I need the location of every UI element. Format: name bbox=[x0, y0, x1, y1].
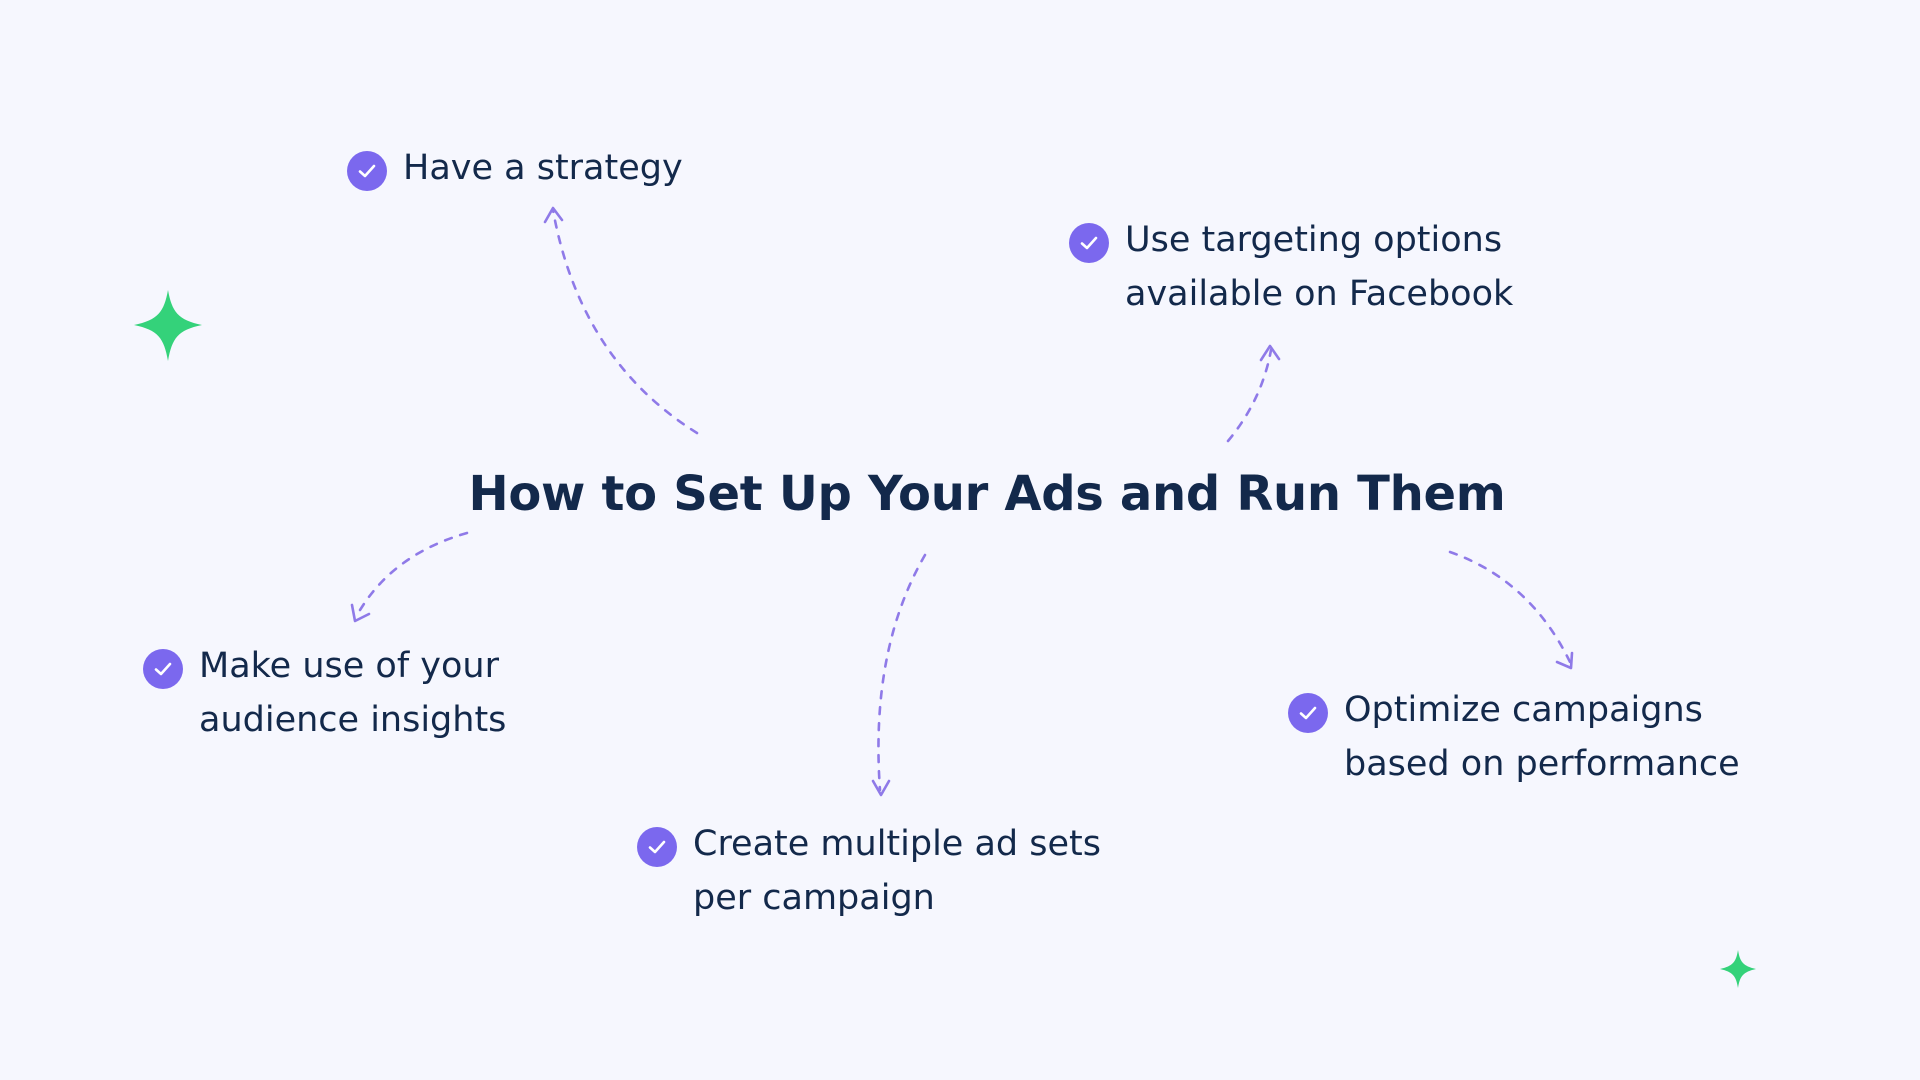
connector-arrow-audience bbox=[350, 531, 469, 623]
item-text-line: audience insights bbox=[199, 700, 507, 740]
check-circle-icon bbox=[1069, 223, 1109, 263]
item-text-line: available on Facebook bbox=[1125, 274, 1514, 314]
item-text-line: per campaign bbox=[693, 878, 935, 918]
item-text-line: based on performance bbox=[1344, 744, 1740, 784]
item-use-targeting-options: Use targeting options available on Faceb… bbox=[1069, 213, 1513, 321]
item-text: Have a strategy bbox=[403, 141, 683, 195]
item-text-line: Make use of your bbox=[199, 646, 499, 686]
item-text: Use targeting options available on Faceb… bbox=[1125, 213, 1513, 321]
connector-arrow-optimize bbox=[1448, 550, 1574, 670]
item-text: Create multiple ad sets per campaign bbox=[693, 817, 1101, 925]
item-multiple-ad-sets: Create multiple ad sets per campaign bbox=[637, 817, 1101, 925]
connector-arrow-adsets bbox=[871, 553, 927, 797]
item-text-line: Optimize campaigns bbox=[1344, 690, 1703, 730]
sparkle-icon bbox=[1720, 950, 1756, 988]
item-text-line: Create multiple ad sets bbox=[693, 824, 1101, 864]
diagram-title: How to Set Up Your Ads and Run Them bbox=[468, 466, 1506, 522]
item-text: Make use of your audience insights bbox=[199, 639, 506, 747]
item-audience-insights: Make use of your audience insights bbox=[143, 639, 506, 747]
sparkle-icon bbox=[134, 290, 202, 361]
item-text-line: Use targeting options bbox=[1125, 220, 1503, 260]
check-circle-icon bbox=[637, 827, 677, 867]
connector-arrow-targeting bbox=[1226, 344, 1281, 443]
item-have-a-strategy: Have a strategy bbox=[347, 141, 683, 195]
check-circle-icon bbox=[1288, 693, 1328, 733]
check-circle-icon bbox=[347, 151, 387, 191]
item-text: Optimize campaigns based on performance bbox=[1344, 683, 1740, 791]
check-circle-icon bbox=[143, 649, 183, 689]
connector-arrow-strategy bbox=[543, 206, 699, 435]
item-optimize-campaigns: Optimize campaigns based on performance bbox=[1288, 683, 1740, 791]
item-text-line: Have a strategy bbox=[403, 148, 683, 188]
